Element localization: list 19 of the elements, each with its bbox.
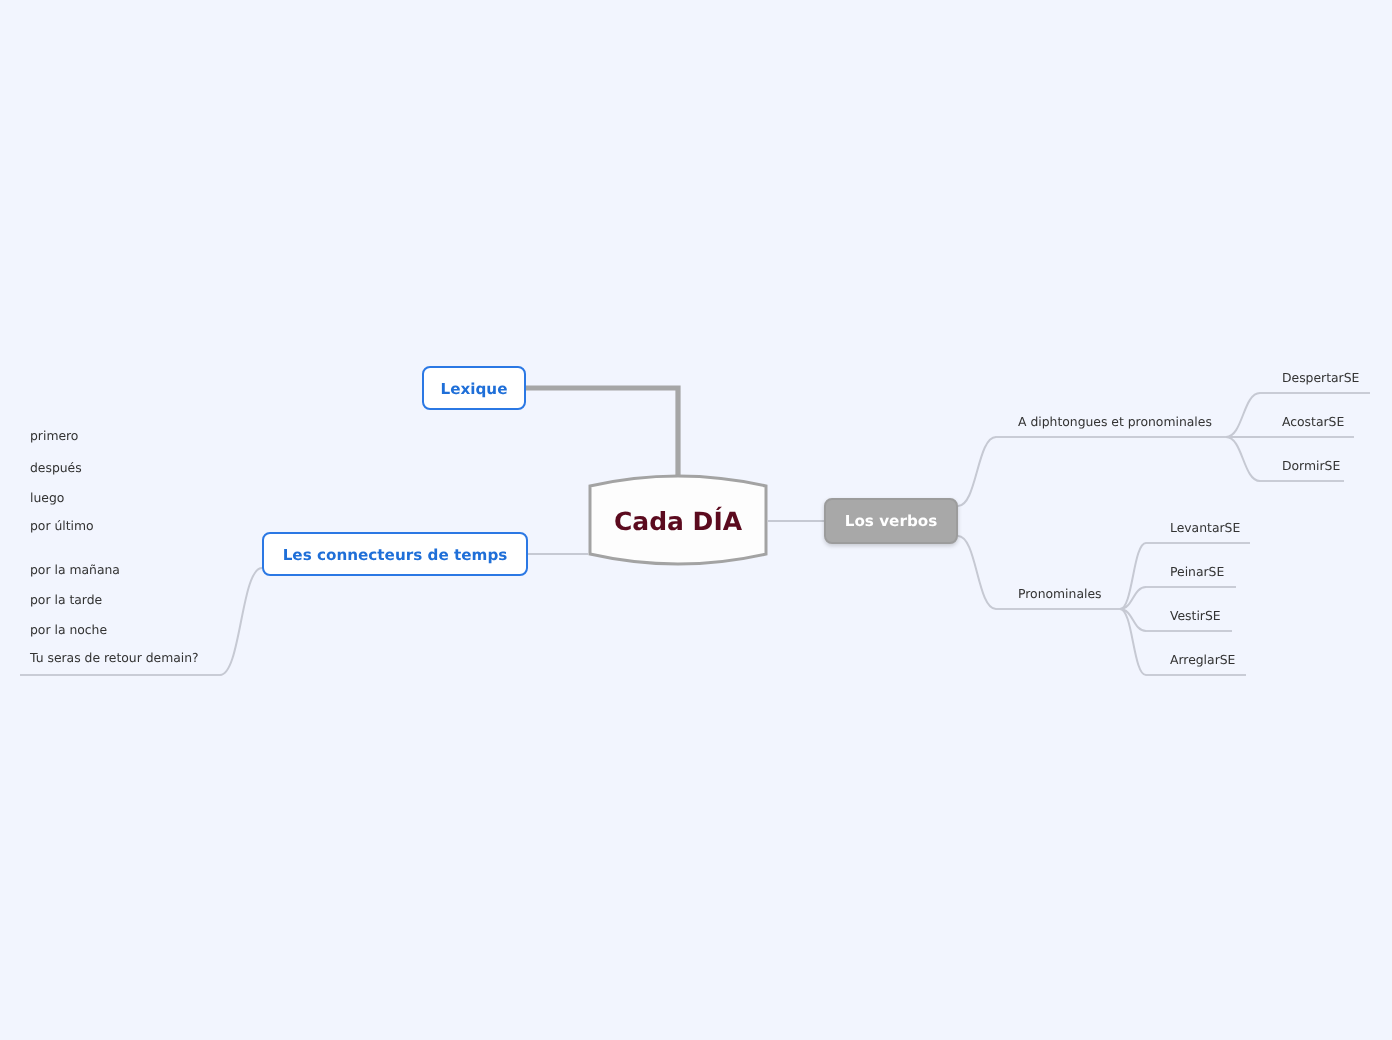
central-topic bbox=[588, 474, 768, 566]
connector-line bbox=[219, 567, 263, 676]
connector-line bbox=[1225, 392, 1261, 438]
connector-line bbox=[526, 385, 681, 476]
topic-box bbox=[422, 366, 526, 410]
subtopic-item bbox=[20, 426, 220, 676]
topic-box bbox=[824, 498, 958, 544]
central-topic-label: Cada DÍA bbox=[613, 505, 743, 535]
connector-line bbox=[527, 553, 589, 555]
connector-line bbox=[1119, 542, 1147, 610]
connector-line bbox=[767, 520, 825, 522]
connector-line bbox=[1119, 586, 1147, 610]
connector-line bbox=[1225, 436, 1261, 438]
connector-line bbox=[1225, 436, 1261, 482]
connector-line bbox=[1119, 608, 1147, 676]
connector-line bbox=[957, 436, 997, 507]
topic-box bbox=[262, 532, 528, 576]
connector-line bbox=[957, 535, 997, 610]
connector-line bbox=[1119, 608, 1147, 632]
